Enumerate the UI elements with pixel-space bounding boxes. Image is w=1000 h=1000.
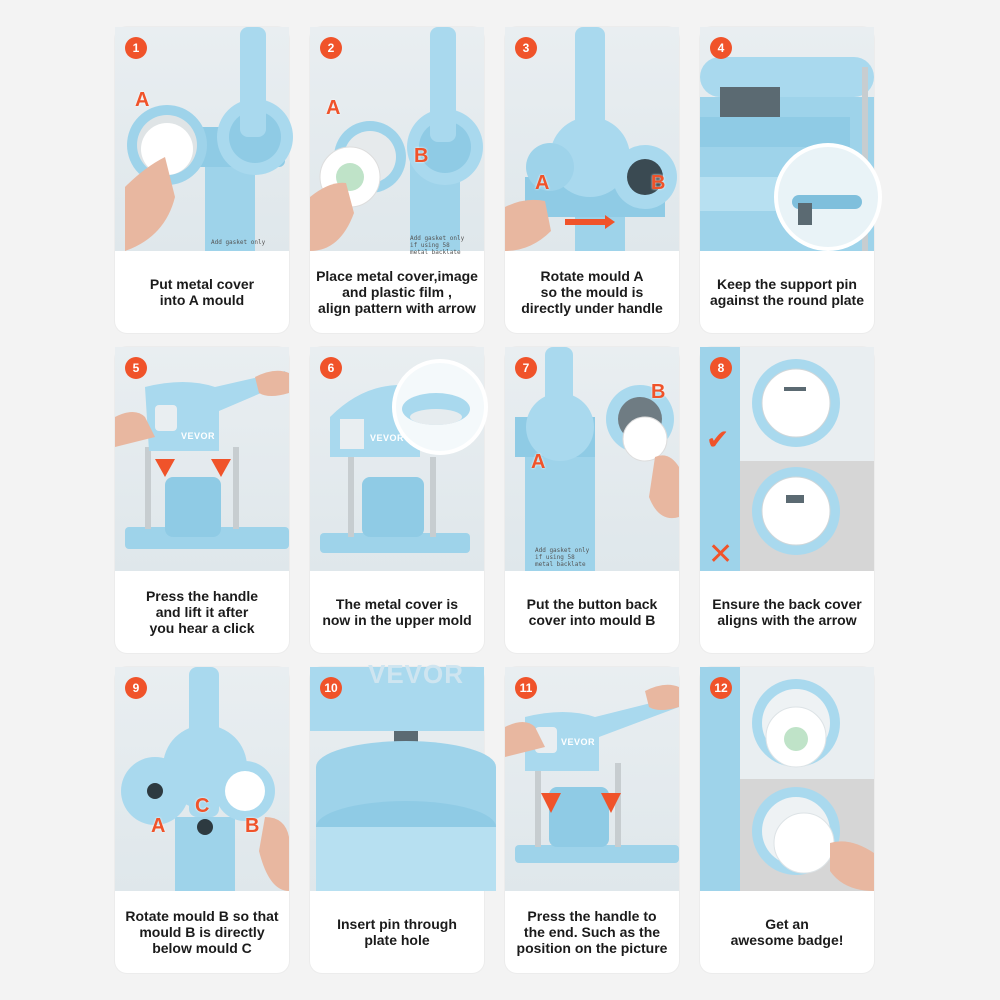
brand-logo: VEVOR	[561, 737, 596, 747]
brand-logo: VEVOR	[181, 431, 216, 441]
step-number: 3	[515, 37, 537, 59]
step-caption: The metal cover is now in the upper mold	[322, 596, 472, 628]
step-caption: Put the button back cover into mould B	[526, 596, 658, 628]
step-photo-10: VEVOR	[310, 659, 496, 891]
step-number: 9	[125, 677, 147, 699]
brand-logo: VEVOR	[370, 433, 405, 443]
cross-icon: ✕	[708, 538, 734, 571]
marker-C: C	[195, 795, 210, 817]
step-number: 7	[515, 357, 537, 379]
step-card-11: VEVOR 11 Press the handle to the end. Su…	[505, 667, 679, 973]
step-card-8: ✔ ✕ 8 Ensure the back cover aligns with …	[700, 347, 874, 653]
step-card-1: A Add gasket only 1 Put metal cover into…	[115, 27, 293, 333]
step-photo-2: A B Add gasket only if using 58 metal ba…	[310, 27, 484, 256]
machine-illustration	[515, 347, 679, 571]
step-number: 11	[515, 677, 537, 699]
step-number: 12	[710, 677, 732, 699]
step-caption: Ensure the back cover aligns with the ar…	[712, 596, 862, 628]
step-caption: Place metal cover,image and plastic film…	[316, 268, 478, 316]
check-icon: ✔	[706, 424, 730, 455]
step-number: 10	[320, 677, 342, 699]
step-card-12: 12 Get an awesome badge!	[700, 667, 874, 973]
step-caption: Insert pin through plate hole	[337, 916, 457, 948]
step-number: 2	[320, 37, 342, 59]
marker-A: A	[151, 815, 166, 837]
marker-B: B	[245, 815, 260, 837]
machine-illustration	[700, 347, 840, 571]
step-card-5: VEVOR 5 Press the handle and lift it aft…	[115, 347, 289, 653]
step-photo-7: A B Add gasket only if using 58 metal ba…	[505, 347, 679, 571]
step-caption: Get an awesome badge!	[730, 916, 844, 948]
step-photo-4	[700, 27, 882, 251]
machine-label: Add gasket only if using 58 metal backla…	[410, 235, 465, 256]
marker-B: B	[414, 145, 429, 167]
step-caption: Put metal cover into A mould	[149, 276, 255, 308]
step-caption: Press the handle to the end. Such as the…	[516, 908, 668, 956]
step-photo-5: VEVOR	[115, 347, 289, 571]
step-number: 5	[125, 357, 147, 379]
step-card-3: A B 3 Rotate mould A so the mould is dir…	[505, 27, 679, 333]
machine-illustration	[125, 27, 293, 251]
step-photo-11: VEVOR	[505, 667, 679, 891]
machine-illustration	[121, 667, 289, 891]
step-photo-3: A B	[505, 27, 679, 251]
step-card-9: A C B 9 Rotate mould B so that mould B i…	[115, 667, 289, 973]
machine-illustration	[115, 370, 289, 549]
step-number: 8	[710, 357, 732, 379]
step-photo-1: A Add gasket only	[115, 27, 293, 251]
machine-label: Add gasket only if using 58 metal backla…	[535, 547, 590, 568]
machine-label: Add gasket only	[211, 239, 266, 246]
step-number: 6	[320, 357, 342, 379]
machine-illustration	[700, 57, 882, 251]
step-number: 1	[125, 37, 147, 59]
machine-illustration	[505, 684, 679, 863]
step-card-7: A B Add gasket only if using 58 metal ba…	[505, 347, 679, 653]
step-photo-12	[700, 667, 874, 891]
step-photo-9: A C B	[115, 667, 289, 891]
marker-A: A	[326, 97, 341, 119]
step-card-4: 4 Keep the support pin against the round…	[700, 27, 882, 333]
marker-B: B	[651, 172, 666, 194]
machine-illustration	[310, 27, 483, 251]
brand-logo: VEVOR	[368, 659, 465, 689]
marker-A: A	[531, 451, 546, 473]
machine-illustration	[505, 27, 677, 251]
step-caption: Press the handle and lift it after you h…	[145, 588, 259, 636]
step-card-10: VEVOR 10 Insert pin through plate hole	[310, 659, 496, 973]
step-caption: Keep the support pin against the round p…	[709, 276, 864, 308]
step-photo-8: ✔ ✕	[700, 347, 874, 571]
marker-B: B	[651, 381, 666, 403]
machine-illustration	[320, 359, 488, 553]
step-card-2: A B Add gasket only if using 58 metal ba…	[310, 27, 484, 333]
step-caption: Rotate mould A so the mould is directly …	[521, 268, 663, 316]
step-caption: Rotate mould B so that mould B is direct…	[125, 908, 279, 956]
marker-A: A	[535, 172, 550, 194]
machine-illustration	[310, 667, 496, 891]
step-card-6: VEVOR 6 The metal cover is now in the up…	[310, 347, 488, 653]
marker-A: A	[135, 89, 150, 111]
step-number: 4	[710, 37, 732, 59]
step-photo-6: VEVOR	[310, 347, 488, 571]
machine-illustration	[700, 667, 874, 891]
